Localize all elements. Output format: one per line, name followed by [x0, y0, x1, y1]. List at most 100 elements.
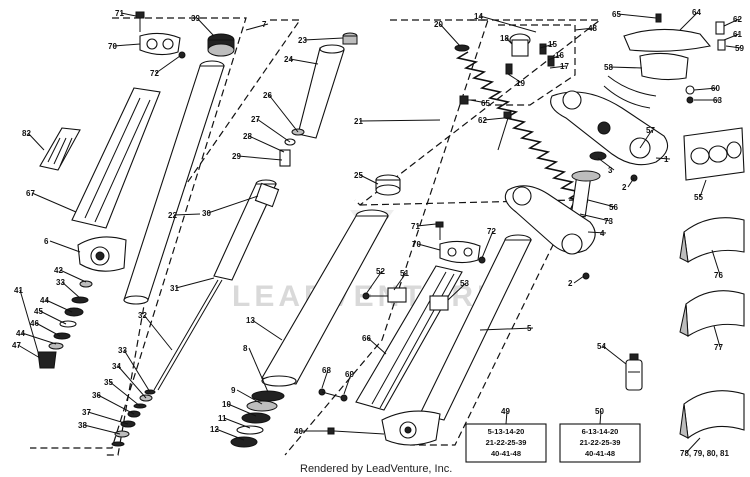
- nut-72-top: [178, 51, 186, 59]
- leader-line-c61: [723, 33, 740, 41]
- callout-c1: 1: [664, 155, 669, 164]
- leader-line-c11: [223, 417, 251, 429]
- callout-c56: 56: [609, 203, 618, 212]
- callout-c32: 32: [138, 311, 147, 320]
- callout-c63: 63: [713, 96, 722, 105]
- callout-c71b: 71: [411, 222, 420, 231]
- callout-c49: 49: [501, 407, 510, 416]
- callout-c23: 23: [298, 36, 307, 45]
- leader-line-c82: [27, 132, 45, 151]
- callout-c47: 47: [12, 341, 21, 350]
- leader-line-c65a: [617, 13, 657, 19]
- callout-c26: 26: [263, 91, 272, 100]
- callout-c20: 20: [434, 20, 443, 29]
- leader-line-c65b: [469, 99, 488, 104]
- leader-line-c4: [587, 231, 607, 234]
- leader-line-c57: [639, 129, 653, 149]
- leader-line-c34: [117, 365, 147, 399]
- leader-line-c44a: [45, 299, 73, 313]
- decal-77: [679, 290, 745, 337]
- callout-c57: 57: [646, 126, 655, 135]
- leader-line-c54: [602, 345, 627, 365]
- top-ring-20: [454, 44, 470, 52]
- callout-c52: 52: [376, 267, 385, 276]
- leader-line-c31: [175, 277, 215, 289]
- bolt-65: [459, 95, 476, 105]
- washer-60: [685, 85, 695, 95]
- kit-50-line-1: 6-13-14-20: [582, 427, 619, 436]
- leader-line-c70a: [113, 43, 141, 47]
- callout-c15: 15: [548, 40, 557, 49]
- axle-bolt-40: [327, 427, 385, 435]
- kit-49-line-2: 21-22-25-39: [486, 438, 527, 447]
- inner-tube-7: [123, 60, 225, 305]
- kit-49-line-3: 40-41-48: [491, 449, 521, 458]
- left-fork-tube-group-outline: [30, 17, 247, 449]
- leader-line-c70b: [417, 243, 441, 251]
- callout-c29: 29: [232, 152, 241, 161]
- seal-stack-8-12: [230, 390, 285, 448]
- callout-c21: 21: [354, 117, 363, 126]
- outer-tube-13: [261, 209, 389, 387]
- callout-c69: 69: [345, 370, 354, 379]
- callout-c60: 60: [711, 84, 720, 93]
- credit-text: Rendered by LeadVenture, Inc.: [300, 463, 452, 475]
- callout-c53: 53: [460, 279, 469, 288]
- leader-line-c25: [359, 174, 379, 185]
- lower-triple-clamp-4: [504, 185, 596, 255]
- leader-line-c26: [268, 94, 299, 133]
- callout-c41: 41: [14, 286, 23, 295]
- leader-line-c13: [251, 319, 283, 341]
- leader-line-c14: [479, 15, 537, 33]
- spring-assembly: [375, 33, 589, 203]
- leader-line-c73: [579, 213, 611, 222]
- callout-c42: 42: [54, 266, 63, 275]
- kit-box-50: 6-13-14-20 21-22-25-39 40-41-48: [559, 423, 641, 463]
- riser-58: [639, 52, 689, 81]
- leader-line-c24: [289, 58, 319, 65]
- callout-c33a: 33: [56, 278, 65, 287]
- leader-line-c62: [723, 18, 740, 27]
- leader-line-c45: [39, 310, 67, 325]
- leader-line-c53: [447, 282, 467, 301]
- callout-c2a: 2: [622, 183, 627, 192]
- leader-line-c48: [574, 27, 595, 31]
- damper-rod-30: [213, 179, 280, 281]
- cap-group-outline: [490, 24, 576, 106]
- callout-c46: 46: [30, 319, 39, 328]
- callout-c19: 19: [516, 79, 525, 88]
- leader-line-c76: [711, 249, 721, 276]
- callout-c45: 45: [34, 307, 43, 316]
- callout-c44b: 44: [16, 329, 25, 338]
- guard-55: [683, 127, 745, 181]
- leader-line-c68: [321, 369, 329, 389]
- leader-line-c49: [505, 410, 508, 425]
- kit-49-line-1: 5-13-14-20: [488, 427, 525, 436]
- leader-line-c19: [507, 73, 523, 84]
- callout-c27: 27: [251, 115, 260, 124]
- cartridge-assembly: [111, 32, 389, 448]
- leader-line-c39: [196, 17, 215, 37]
- callout-c72a: 72: [150, 69, 159, 78]
- leader-line-c2b: [573, 275, 585, 284]
- leader-line-c51: [393, 272, 407, 291]
- rod-31: [157, 279, 223, 391]
- clamp-bolts-51-53: [362, 287, 449, 311]
- callout-c25: 25: [354, 171, 363, 180]
- callout-c28: 28: [243, 132, 252, 141]
- leader-line-c37: [87, 411, 129, 425]
- leader-line-c5: [479, 327, 534, 331]
- callout-c37: 37: [82, 408, 91, 417]
- stem-3: [570, 151, 607, 218]
- leader-line-c69: [343, 373, 352, 395]
- leader-line-c67: [31, 192, 77, 213]
- callout-c44a: 44: [40, 296, 49, 305]
- decal-76: [679, 217, 745, 263]
- cap-23: [342, 32, 358, 45]
- leader-line-c6: [49, 240, 81, 253]
- callout-c30: 30: [202, 209, 211, 218]
- leader-line-c58: [609, 66, 643, 69]
- oil-bottle-54: [625, 353, 643, 391]
- lower-leg-6: [77, 236, 127, 272]
- callout-c39: 39: [191, 14, 200, 23]
